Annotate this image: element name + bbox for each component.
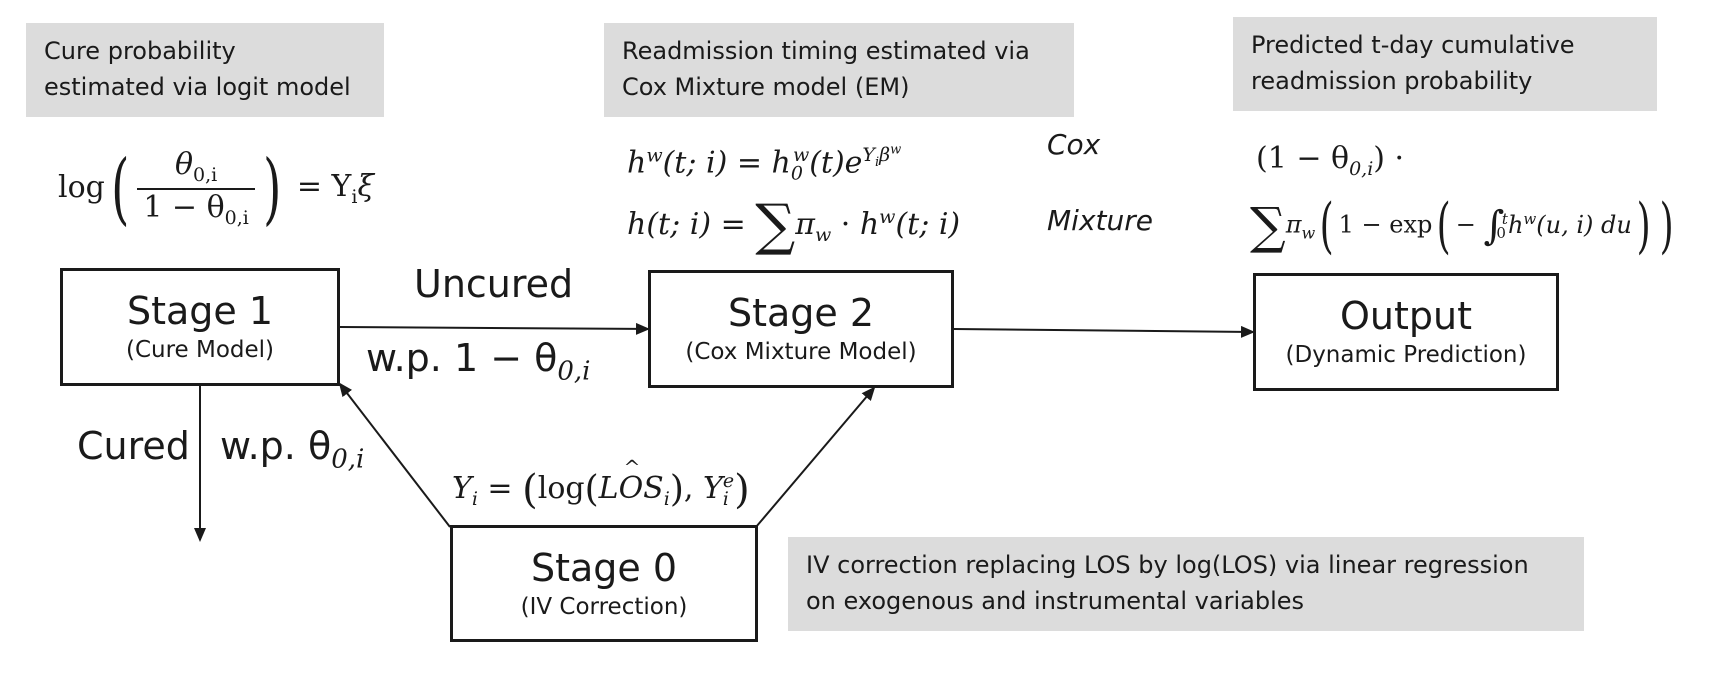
iv-equation: Yi = (log(LO^Si), Yie) [452, 455, 750, 513]
cured-divider [199, 420, 201, 468]
stage2-title: Stage 2 [727, 291, 875, 335]
stage1-subtitle: (Cure Model) [125, 337, 275, 363]
arrow-stage2-to-output [953, 325, 1255, 338]
arrow-stage0-to-stage2 [755, 386, 876, 528]
stage0-title: Stage 0 [530, 545, 678, 590]
stage0-box: Stage 0 (IV Correction) [450, 525, 758, 642]
uncured-label: Uncured [414, 262, 574, 306]
output-title: Output [1340, 294, 1472, 338]
output-equation-line1: (1 − θ0,i) · [1256, 141, 1405, 180]
uncured-probability: w.p. 1 − θ0,i [366, 336, 591, 387]
cox-tag: Cox [1047, 128, 1101, 161]
stage2-note: Readmission timing estimated via Cox Mix… [604, 23, 1074, 117]
output-equation-line2: ∑πw(1 − exp(− ∫0thw(u, i) du)) [1250, 191, 1675, 261]
cured-label: Cured [77, 424, 190, 468]
cox-hazard-equation: hw(t; i) = h0w(t)eYiβw [627, 143, 902, 185]
stage0-subtitle: (IV Correction) [520, 593, 688, 620]
stage0-note: IV correction replacing LOS by log(LOS) … [788, 537, 1584, 631]
arrow-stage1-to-stage2 [338, 322, 650, 335]
stage1-note: Cure probability estimated via logit mod… [26, 23, 384, 117]
mixture-tag: Mixture [1047, 204, 1153, 237]
mixture-hazard-equation: h(t; i) = ∑πw · hw(t; i) [627, 193, 961, 258]
stage2-subtitle: (Cox Mixture Model) [685, 339, 917, 365]
stage2-box: Stage 2 (Cox Mixture Model) [648, 270, 954, 388]
stage1-title: Stage 1 [126, 289, 274, 333]
arrow-stage0-to-stage1 [338, 382, 451, 528]
cured-probability: w.p. θ0,i [220, 424, 365, 475]
output-subtitle: (Dynamic Prediction) [1285, 342, 1527, 368]
stage1-box: Stage 1 (Cure Model) [60, 268, 340, 386]
output-box: Output (Dynamic Prediction) [1253, 273, 1559, 391]
output-note: Predicted t-day cumulative readmission p… [1233, 17, 1657, 111]
